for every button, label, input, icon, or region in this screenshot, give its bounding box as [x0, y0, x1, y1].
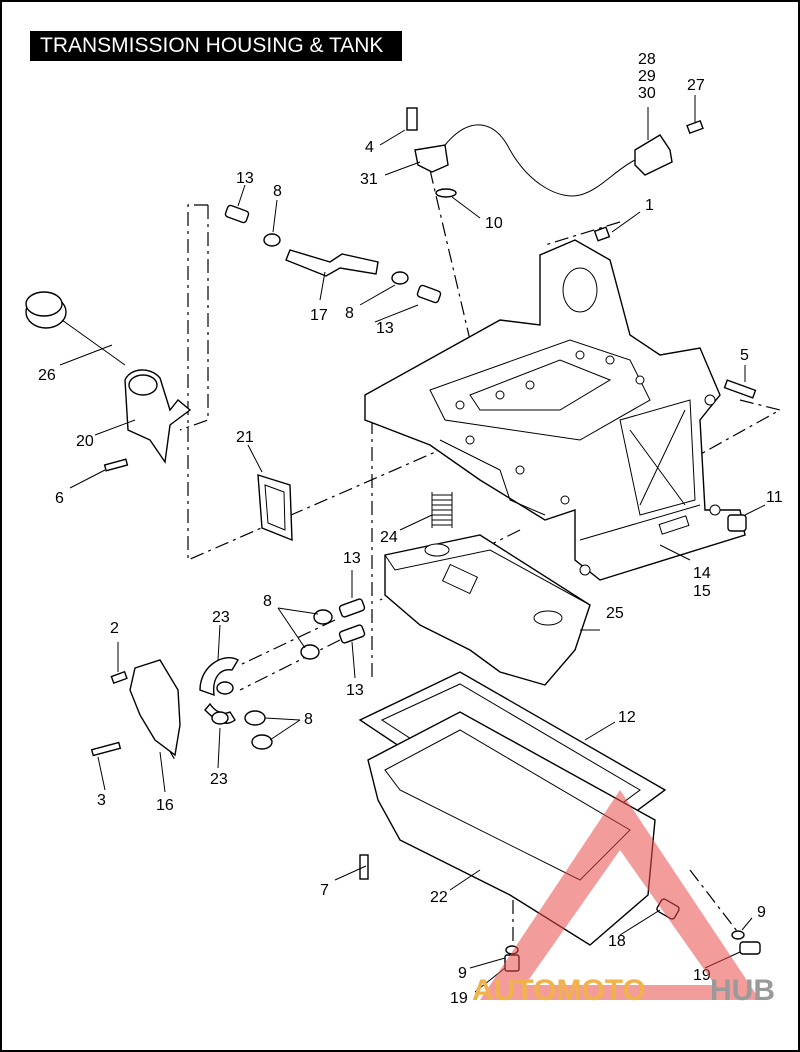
callout-12: 12: [618, 709, 636, 726]
callout-3: 3: [97, 792, 106, 809]
leader-lines: [59, 95, 766, 993]
bracket-16: [90, 659, 181, 757]
callout-23-bottom: 23: [210, 771, 228, 788]
callout-14: 14: [693, 565, 711, 582]
watermark-text-hub: HUB: [710, 974, 775, 1007]
watermark-triangle-icon: [480, 790, 760, 1000]
callout-7: 7: [320, 882, 329, 899]
callout-labels: 1 2 3 4 5 6 7 8 8 8 8 9 9 10 11 12 13 13…: [38, 51, 783, 1007]
callout-19-left: 19: [450, 990, 468, 1007]
transmission-housing: [364, 239, 746, 581]
callout-22: 22: [430, 889, 448, 906]
speed-sensor-assembly: [406, 107, 704, 242]
callout-28: 28: [638, 51, 656, 68]
hoses-and-fittings: [199, 204, 442, 750]
callout-16: 16: [156, 797, 174, 814]
callout-9-left: 9: [458, 965, 467, 982]
callout-25: 25: [606, 605, 624, 622]
tank-25: [384, 534, 591, 686]
callout-26: 26: [38, 367, 56, 384]
watermark-text-auto: AUTOMOTO: [472, 974, 646, 1007]
callout-15: 15: [693, 583, 711, 600]
spring-24: [431, 492, 453, 528]
callout-21: 21: [236, 429, 254, 446]
callout-2: 2: [110, 620, 119, 637]
callout-9-right: 9: [757, 904, 766, 921]
callout-24: 24: [380, 529, 398, 546]
assembly-dash-lines: [139, 169, 782, 945]
callout-23-top: 23: [212, 609, 230, 626]
callout-4: 4: [365, 139, 374, 156]
callout-18: 18: [608, 933, 626, 950]
callout-30: 30: [638, 85, 656, 102]
callout-1: 1: [645, 197, 654, 214]
callout-13-bottom: 13: [346, 682, 364, 699]
callout-11: 11: [766, 489, 783, 506]
callout-8-lower: 8: [263, 593, 272, 610]
callout-5: 5: [740, 347, 749, 364]
callout-10: 10: [485, 215, 503, 232]
callout-8-bottom: 8: [304, 711, 313, 728]
page-title: TRANSMISSION HOUSING & TANK: [30, 31, 402, 61]
callout-8-top: 8: [273, 183, 282, 200]
watermark: AUTOMOTO HUB: [472, 790, 775, 1007]
callout-31: 31: [360, 171, 378, 188]
callout-13-top: 13: [236, 170, 254, 187]
callout-17: 17: [310, 307, 328, 324]
callout-6: 6: [55, 490, 64, 507]
callout-20: 20: [76, 433, 94, 450]
callout-29: 29: [638, 68, 656, 85]
callout-8-middle: 8: [345, 305, 354, 322]
callout-13-lower: 13: [343, 550, 361, 567]
callout-13-middle: 13: [376, 320, 394, 337]
dipstick-and-filler: [25, 291, 192, 472]
gasket-21: [257, 474, 293, 542]
callout-27: 27: [687, 77, 705, 94]
